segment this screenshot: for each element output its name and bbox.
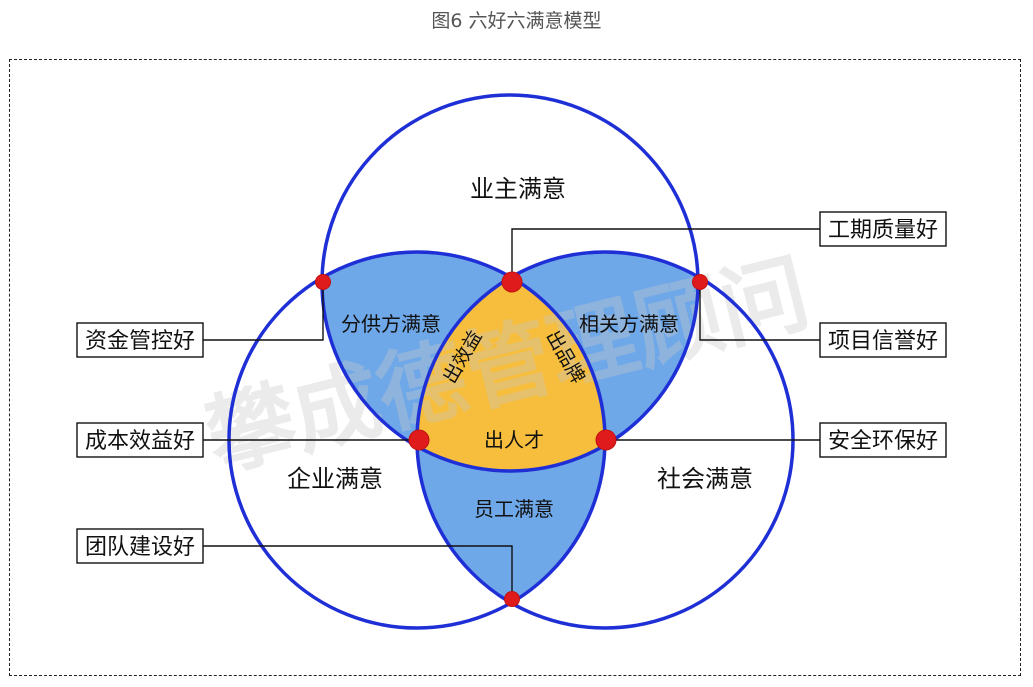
connector-zijin: [203, 282, 324, 341]
box-zijin-label: 资金管控好: [85, 329, 195, 354]
box-zijin: 资金管控好: [76, 322, 204, 358]
label-supplier-satisfied: 分供方满意: [341, 312, 441, 336]
connector-tuandui: [203, 545, 513, 599]
point-top-right: [692, 274, 708, 290]
box-xiangmu-label: 项目信誉好: [828, 329, 938, 354]
center-region: [417, 252, 605, 471]
point-top-center: [501, 271, 523, 293]
box-tuandui-label: 团队建设好: [85, 535, 195, 560]
box-chengben: 成本效益好: [76, 422, 204, 458]
point-top-left: [315, 274, 331, 290]
box-gongqi: 工期质量好: [819, 211, 947, 247]
label-stakeholder-satisfied: 相关方满意: [579, 312, 679, 336]
box-anquan-label: 安全环保好: [828, 429, 938, 454]
figure-caption: 图6 六好六满意模型: [431, 10, 602, 32]
box-chengben-label: 成本效益好: [85, 429, 195, 454]
label-society-satisfied: 社会满意: [657, 465, 753, 493]
point-bottom: [504, 591, 520, 607]
label-company-satisfied: 企业满意: [287, 465, 383, 493]
box-gongqi-label: 工期质量好: [828, 218, 938, 243]
connector-xiangmu: [699, 282, 820, 341]
point-mid-right: [595, 429, 617, 451]
box-anquan: 安全环保好: [819, 422, 947, 458]
label-employee-satisfied: 员工满意: [474, 497, 554, 521]
box-tuandui: 团队建设好: [76, 528, 204, 564]
connector-gongqi: [511, 228, 820, 282]
diagram-frame: [9, 59, 1021, 676]
box-xiangmu: 项目信誉好: [819, 322, 947, 358]
label-owner-satisfied: 业主满意: [470, 175, 566, 203]
label-talent: 出人才: [484, 428, 544, 452]
point-mid-left: [408, 429, 430, 451]
